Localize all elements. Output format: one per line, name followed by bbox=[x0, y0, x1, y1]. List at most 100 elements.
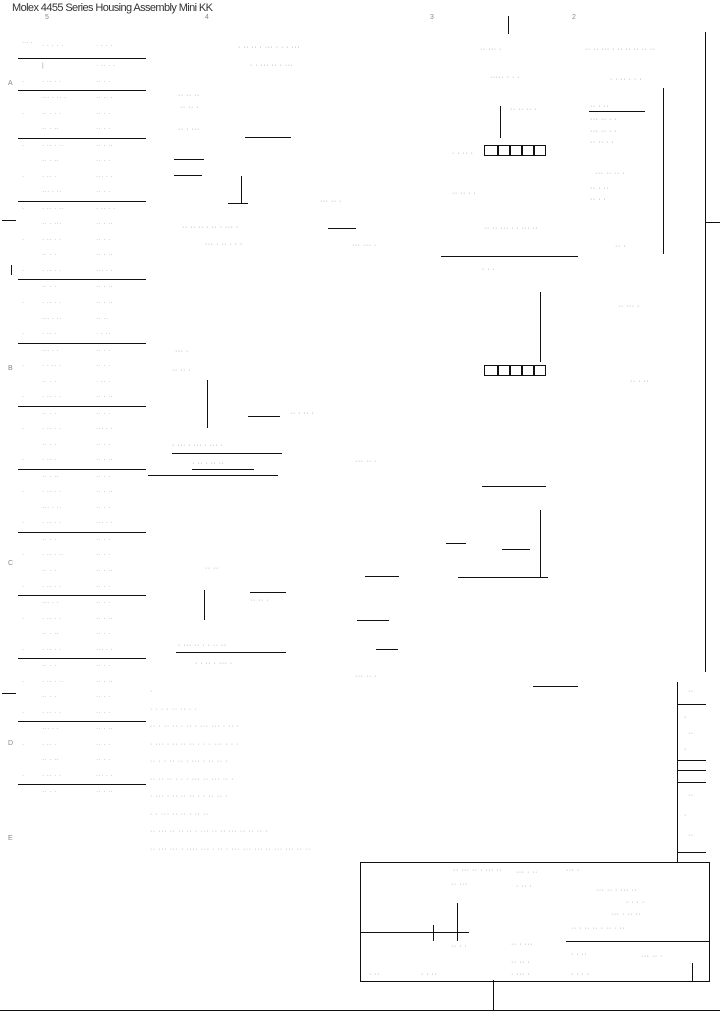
table-cell-dim-b: ·· · ·· bbox=[96, 298, 114, 306]
table-cell-dim-b: ·· · · bbox=[96, 125, 111, 133]
dim-label: ··· ·· · bbox=[320, 198, 342, 205]
border-line bbox=[493, 980, 494, 1010]
table-row: ·· · ··· · · bbox=[18, 407, 146, 423]
dim-line bbox=[174, 159, 204, 160]
table-cell-dim-b: ·· · · bbox=[96, 440, 111, 448]
table-cell-circuit: · bbox=[22, 172, 25, 180]
dim-line bbox=[241, 176, 242, 204]
table-row: ·· ·· · ··· · ·· bbox=[18, 485, 146, 501]
zone-mark: 5 bbox=[45, 14, 50, 21]
zone-tick bbox=[11, 265, 12, 275]
border-tick bbox=[360, 972, 361, 980]
title-block-title-line: · · · · bbox=[626, 899, 645, 906]
note-item: ·· ·· ·· · · · ··· ·· ··· ·· · bbox=[150, 775, 235, 783]
table-row: ·· · ··· · ·· bbox=[18, 785, 146, 801]
note-item: · ··· · ·· ·· ·· · · · ··· · · · bbox=[150, 740, 240, 748]
table-cell-dim-a: · ·· · ·· bbox=[42, 551, 65, 559]
dim-line bbox=[482, 486, 546, 487]
table-cell-dim-b: ··· · · bbox=[96, 771, 114, 779]
table-cell-dim-a: | bbox=[42, 62, 45, 69]
table-cell-dim-a: ·· · ·· bbox=[42, 125, 60, 133]
table-row: ·· ·· · ···· · · bbox=[18, 516, 146, 533]
table-row: ·· · ···· · · bbox=[18, 154, 146, 170]
table-cell-dim-a: ·· · · bbox=[42, 535, 57, 543]
table-cell-dim-a: · ·· · ·· bbox=[42, 204, 65, 212]
revision-cell: · bbox=[684, 746, 687, 753]
table-cell-circuit: · bbox=[22, 266, 25, 274]
table-row: ·· · ··· · ·· bbox=[18, 248, 146, 264]
panel-item: ·· ·· · · bbox=[590, 139, 615, 146]
table-cell-dim-b: ·· · ·· bbox=[96, 393, 114, 401]
table-cell-dim-b: ·· · · bbox=[96, 756, 111, 764]
table-cell-circuit: · bbox=[22, 519, 25, 527]
title-block-cell: ·· ·· · bbox=[511, 959, 531, 966]
table-row: ·· ·· · ··· · · bbox=[18, 580, 146, 597]
note-item: ·· · ·· ·· · ·· · ··· ··· · ·· · bbox=[150, 723, 240, 730]
table-cell-dim-b: ··· · · bbox=[96, 645, 114, 653]
view-caption: · ·· · ·· ·· bbox=[192, 460, 225, 467]
table-cell-dim-a: ··· · ·· bbox=[42, 188, 62, 196]
table-cell-dim-a: · ·· · bbox=[42, 330, 57, 338]
table-cell-circuit: · bbox=[22, 551, 25, 559]
dim-label: · · ·· · bbox=[452, 150, 474, 157]
zone-tick bbox=[2, 220, 16, 221]
table-cell-dim-b: ·· · ·· bbox=[96, 725, 114, 733]
table-row: ·· · ···· · · bbox=[18, 627, 146, 643]
dim-line bbox=[174, 175, 202, 176]
table-cell-dim-a: ·· · · bbox=[42, 251, 57, 259]
dimension-table: ··· · · · · · · · · · · |· ·· · ··· ·· ·… bbox=[18, 36, 146, 801]
note-item: ·· ··· ·· ·· ·· · ··· ·· ·· ··· ·· ·· ··… bbox=[150, 828, 269, 835]
title-block-cell: ·· · · bbox=[451, 943, 468, 950]
table-cell-circuit: · bbox=[22, 677, 25, 685]
title-block-bottom: · ·· bbox=[369, 971, 380, 978]
section-caption: ··· · ·· · · · bbox=[205, 241, 243, 248]
dim-line bbox=[204, 590, 205, 620]
title-block-cell: ··· · ·· bbox=[516, 869, 538, 876]
table-cell-dim-a: ··· · ·· · bbox=[42, 94, 67, 102]
view-caption: ··· ··· · bbox=[352, 242, 377, 249]
title-block-bottom: · ··· · bbox=[511, 971, 531, 978]
separator-line bbox=[148, 475, 278, 476]
dim-label: ·· ·· · bbox=[180, 104, 200, 111]
leader-line bbox=[500, 106, 501, 138]
table-cell-dim-a: · ·· · · bbox=[42, 708, 62, 716]
table-row: ·· ·· · ··· · · bbox=[18, 75, 146, 92]
panel-item: ··· ·· · · bbox=[590, 116, 618, 123]
title-block-bottom: · · · · bbox=[571, 971, 590, 978]
table-row: ·· ·· · ··· · ·· bbox=[18, 296, 146, 312]
title-block: ·· ··· ·· · ··· ·· ·· ··· ··· · ·· · ·· … bbox=[360, 862, 710, 982]
table-cell-dim-a: · ·· · · bbox=[42, 266, 62, 274]
table-row: ·· · ···· · · bbox=[18, 470, 146, 486]
table-row: ··· · ·· · ·· ·· · bbox=[18, 91, 146, 107]
panel-item: ·· · ·· bbox=[630, 378, 650, 385]
revision-cell: ·· bbox=[688, 832, 694, 839]
caption-underline bbox=[176, 652, 286, 653]
dim-label: ····· · · · bbox=[490, 74, 520, 81]
table-cell-circuit: · bbox=[22, 109, 25, 117]
table-cell-dim-b: ·· · ·· bbox=[96, 614, 114, 622]
table-row: ·· ·· · ···· · · bbox=[18, 548, 146, 564]
table-cell-dim-a: ·· · · bbox=[42, 662, 57, 670]
table-row: ·· ·· ··· · · bbox=[18, 738, 146, 754]
zone-mark: 2 bbox=[572, 14, 577, 21]
table-cell-dim-a: · ·· · · bbox=[42, 645, 62, 653]
dim-line bbox=[502, 549, 530, 550]
table-cell-dim-b: ·· · ·· bbox=[96, 283, 114, 291]
view-caption: · · ··· ·· · ··· bbox=[250, 62, 294, 69]
table-row: ·· · ··· · · bbox=[18, 690, 146, 706]
note-item: · · · · ·· ·· · · bbox=[150, 705, 198, 713]
panel-item: ··· ·· · · bbox=[590, 128, 618, 135]
table-cell-dim-b: ·· · · bbox=[96, 109, 111, 117]
border-line bbox=[705, 32, 706, 672]
table-cell-dim-a: ·· · ·· bbox=[42, 630, 60, 638]
table-cell-dim-b: ·· · · bbox=[96, 503, 111, 511]
table-cell-dim-b: ·· ·· · bbox=[96, 94, 114, 102]
table-cell-circuit: · bbox=[22, 425, 25, 433]
zone-mark: C bbox=[8, 560, 14, 567]
table-cell-circuit: · bbox=[22, 393, 25, 401]
table-cell-dim-a: · · ·· · bbox=[42, 362, 62, 370]
table-row: ··· · ··· · · bbox=[18, 344, 146, 360]
table-cell-dim-b: ·· · ·· bbox=[96, 488, 114, 496]
caption-underline bbox=[192, 469, 254, 470]
table-row: ··· · ···· · · bbox=[18, 501, 146, 517]
